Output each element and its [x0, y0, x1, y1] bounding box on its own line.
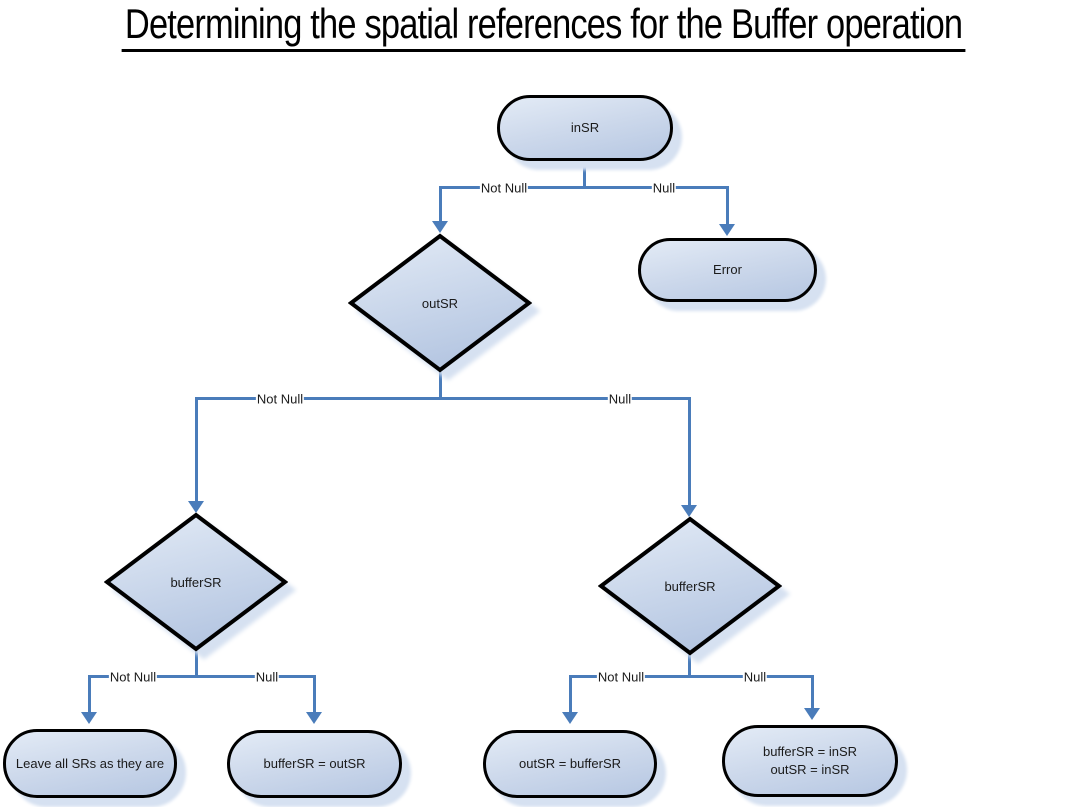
- diamond-shape: [104, 512, 288, 652]
- title-bar: Determining the spatial references for t…: [0, 1, 1088, 53]
- decision-buffersr-right-label: bufferSR: [664, 578, 716, 594]
- node-buffersr-eq-outsr: bufferSR = outSR: [227, 730, 402, 798]
- arrowhead-down-icon: [306, 712, 322, 724]
- decision-outsr: outSR: [348, 233, 532, 373]
- connector-line: [583, 160, 586, 188]
- node-line-1: bufferSR = inSR: [762, 744, 858, 760]
- node-buffersr-and-outsr-eq-insr: bufferSR = inSR outSR = inSR: [722, 725, 898, 797]
- node-buffersr-eq-outsr-label: bufferSR = outSR: [263, 756, 366, 772]
- diamond-shape: [598, 516, 782, 656]
- arrowhead-down-icon: [681, 505, 697, 517]
- node-outsr-eq-buffersr-label: outSR = bufferSR: [518, 756, 621, 772]
- node-error: Error: [638, 238, 817, 302]
- connector-line: [313, 675, 316, 713]
- connector-line: [439, 186, 442, 222]
- decision-buffersr-right: bufferSR: [598, 516, 782, 656]
- arrowhead-down-icon: [81, 712, 97, 724]
- decision-outsr-label: outSR: [421, 295, 459, 311]
- connector-line: [688, 397, 691, 506]
- edge-label-not-null: Not Null: [108, 669, 158, 685]
- node-leave-all-srs-label: Leave all SRs as they are: [15, 755, 165, 771]
- edge-label-null: Null: [607, 391, 633, 407]
- connector-line: [439, 370, 442, 399]
- edge-label-not-null: Not Null: [596, 669, 646, 685]
- connector-line: [569, 675, 572, 713]
- node-leave-all-srs: Leave all SRs as they are: [3, 729, 177, 798]
- edge-label-not-null: Not Null: [479, 180, 529, 196]
- node-insr-label: inSR: [570, 120, 600, 136]
- edge-label-not-null: Not Null: [255, 391, 305, 407]
- connector-line: [688, 650, 691, 678]
- arrowhead-down-icon: [804, 708, 820, 720]
- diamond-shape: [348, 233, 532, 373]
- node-insr: inSR: [497, 95, 673, 161]
- node-buffersr-and-outsr-eq-insr-label: bufferSR = inSR outSR = inSR: [763, 743, 857, 778]
- connector-line: [195, 648, 198, 678]
- connector-line: [195, 397, 198, 502]
- connector-line: [726, 186, 729, 225]
- node-outsr-eq-buffersr: outSR = bufferSR: [483, 730, 657, 798]
- connector-line: [569, 675, 814, 678]
- edge-label-null: Null: [742, 669, 768, 685]
- arrowhead-down-icon: [562, 712, 578, 724]
- page-title: Determining the spatial references for t…: [122, 1, 966, 53]
- decision-buffersr-left-label: bufferSR: [170, 574, 222, 590]
- node-line-2: outSR = inSR: [770, 762, 850, 777]
- connector-line: [439, 186, 729, 189]
- edge-label-null: Null: [651, 180, 677, 196]
- edge-label-null: Null: [254, 669, 280, 685]
- connector-line: [811, 675, 814, 709]
- node-error-label: Error: [713, 262, 742, 278]
- decision-buffersr-left: bufferSR: [104, 512, 288, 652]
- connector-line: [88, 675, 91, 713]
- arrowhead-down-icon: [432, 221, 448, 233]
- arrowhead-down-icon: [188, 501, 204, 513]
- connector-line: [195, 397, 691, 400]
- connector-line: [88, 675, 316, 678]
- arrowhead-down-icon: [719, 224, 735, 236]
